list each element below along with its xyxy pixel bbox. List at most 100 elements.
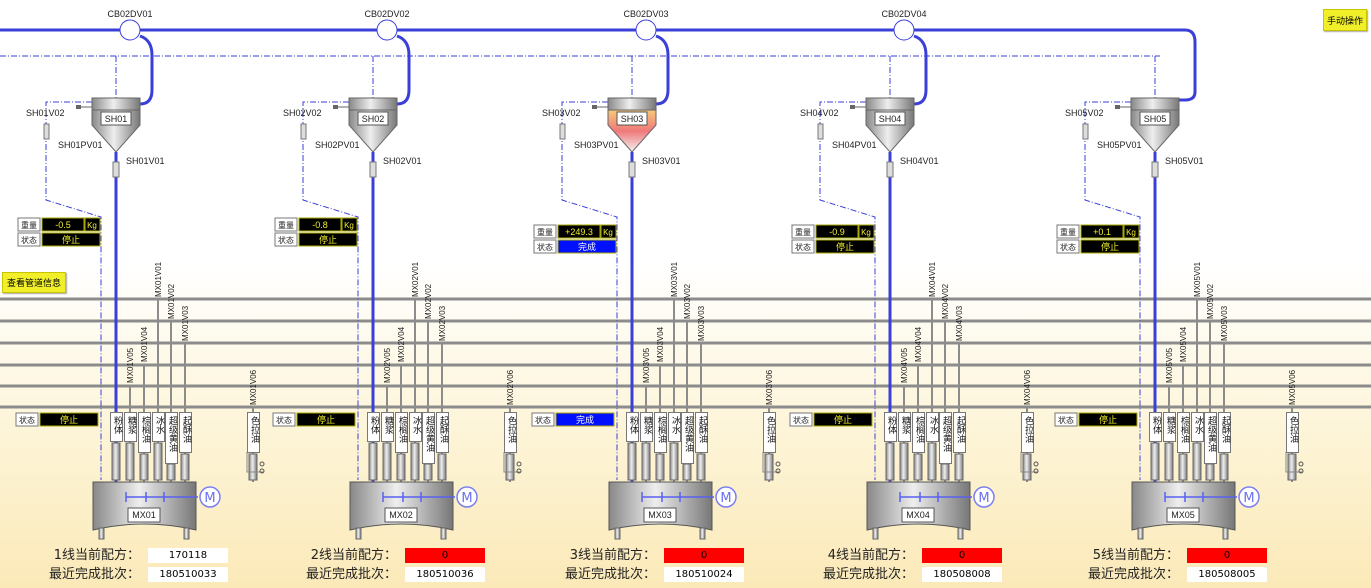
ingredient-tag[interactable]: 色拉油: [763, 412, 776, 453]
diverter-valve[interactable]: [635, 19, 657, 41]
line-number: 5: [1092, 548, 1101, 563]
ingredient-tag[interactable]: 粉体: [884, 412, 897, 442]
feed-valve[interactable]: [940, 463, 950, 481]
ingredient-tag[interactable]: 棕榈油: [395, 412, 408, 453]
feed-valve[interactable]: [669, 442, 679, 481]
ingredient-tag[interactable]: 色拉油: [504, 412, 517, 453]
ingredient-tag[interactable]: 糖浆: [640, 412, 653, 442]
line-unit-1: CB02DV01SH01SH01V02SH01PV01SH01V01重量-0.5…: [15, 9, 265, 540]
motor-icon: [715, 486, 737, 508]
valve-v01[interactable]: [628, 161, 636, 178]
ingredient-tag[interactable]: 色拉油: [1021, 412, 1034, 453]
valve-v02[interactable]: [559, 123, 566, 140]
ingredient-tag[interactable]: 冰水: [926, 412, 939, 442]
feed-valve[interactable]: [899, 442, 909, 481]
ingredient-tag[interactable]: 色拉油: [1286, 412, 1299, 453]
feed-valve[interactable]: [1205, 463, 1215, 481]
ingredient-tag[interactable]: 起酥油: [436, 412, 449, 453]
feed-valve[interactable]: [885, 442, 895, 481]
ingredient-tag[interactable]: 起酥油: [695, 412, 708, 453]
mixer-MX02[interactable]: [349, 481, 454, 531]
feed-valve[interactable]: [437, 453, 447, 481]
diverter-valve[interactable]: [893, 19, 915, 41]
feed-valve[interactable]: [927, 442, 937, 481]
diverter-valve[interactable]: [376, 19, 398, 41]
feed-valve[interactable]: [505, 453, 515, 481]
ingredient-tag[interactable]: 糖浆: [124, 412, 137, 442]
feed-valve[interactable]: [641, 442, 651, 481]
bracket: [246, 452, 264, 473]
view-pipe-info-button[interactable]: 查看管道信息: [2, 272, 66, 293]
feed-valve[interactable]: [396, 453, 406, 481]
mixer-MX03[interactable]: [608, 481, 713, 531]
feed-valve[interactable]: [382, 442, 392, 481]
ingredient-tag[interactable]: 超级黄油: [422, 412, 435, 464]
feed-valve[interactable]: [1219, 453, 1229, 481]
feed-valve[interactable]: [696, 453, 706, 481]
ingredient-tag[interactable]: 起酥油: [953, 412, 966, 453]
feed-valve[interactable]: [423, 463, 433, 481]
mixer-MX01[interactable]: [92, 481, 197, 531]
feed-valve[interactable]: [954, 453, 964, 481]
feed-valve[interactable]: [410, 442, 420, 481]
feed-valve[interactable]: [655, 453, 665, 481]
valve-v01[interactable]: [1151, 161, 1159, 178]
feed-valve[interactable]: [111, 442, 121, 481]
ingredient-tag[interactable]: 棕榈油: [138, 412, 151, 453]
feed-valve[interactable]: [139, 453, 149, 481]
diverter-valve[interactable]: [119, 19, 141, 41]
valve-v02[interactable]: [300, 123, 307, 140]
ingredient-tag[interactable]: 粉体: [367, 412, 380, 442]
mixer-MX04[interactable]: [866, 481, 971, 531]
feed-valve[interactable]: [125, 442, 135, 481]
ingredient-tag[interactable]: 超级黄油: [1204, 412, 1217, 464]
ingredient-tag[interactable]: 棕榈油: [912, 412, 925, 453]
feed-valve[interactable]: [1150, 442, 1160, 481]
feed-valve[interactable]: [248, 453, 258, 481]
agitator-shaft: [641, 492, 714, 502]
ingredient-tag[interactable]: 起酥油: [1218, 412, 1231, 453]
mixer-label-box: [127, 507, 161, 523]
feed-valve[interactable]: [1164, 442, 1174, 481]
ingredient-tag[interactable]: 粉体: [626, 412, 639, 442]
ingredient-tag[interactable]: 冰水: [409, 412, 422, 442]
weight-label-box: [533, 224, 557, 239]
feed-valve[interactable]: [1178, 453, 1188, 481]
feed-valve[interactable]: [627, 442, 637, 481]
feed-valve[interactable]: [764, 453, 774, 481]
feed-valve[interactable]: [913, 453, 923, 481]
feed-valve[interactable]: [1022, 453, 1032, 481]
valve-v02[interactable]: [1082, 123, 1089, 140]
feed-valve[interactable]: [1287, 453, 1297, 481]
ingredient-tag[interactable]: 冰水: [1191, 412, 1204, 442]
feed-valve[interactable]: [1192, 442, 1202, 481]
ingredient-tag[interactable]: 糖浆: [381, 412, 394, 442]
valve-v01[interactable]: [112, 161, 120, 178]
ingredient-tag[interactable]: 超级黄油: [939, 412, 952, 464]
feed-valve[interactable]: [368, 442, 378, 481]
manual-operation-button[interactable]: 手动操作: [1323, 9, 1367, 31]
weight-unit: Kg: [603, 228, 613, 237]
ingredient-tag[interactable]: 色拉油: [247, 412, 260, 453]
ingredient-tag[interactable]: 起酥油: [179, 412, 192, 453]
ingredient-tag[interactable]: 棕榈油: [1177, 412, 1190, 453]
ingredient-tag[interactable]: 糖浆: [898, 412, 911, 442]
ingredient-tag[interactable]: 超级黄油: [681, 412, 694, 464]
mixer-MX05[interactable]: [1131, 481, 1236, 531]
ingredient-tag[interactable]: 超级黄油: [165, 412, 178, 464]
valve-v02[interactable]: [43, 123, 50, 140]
valve-v01[interactable]: [886, 161, 894, 178]
feed-valve[interactable]: [180, 453, 190, 481]
ingredient-tag[interactable]: 粉体: [1149, 412, 1162, 442]
ingredient-tag[interactable]: 棕榈油: [654, 412, 667, 453]
ingredient-tag[interactable]: 冰水: [152, 412, 165, 442]
feed-valve[interactable]: [166, 463, 176, 481]
valve-v01[interactable]: [369, 161, 377, 178]
feed-valve[interactable]: [153, 442, 163, 481]
valve-v02[interactable]: [817, 123, 824, 140]
mixer-status: 停止: [60, 414, 78, 425]
ingredient-tag[interactable]: 粉体: [110, 412, 123, 442]
ingredient-tag[interactable]: 冰水: [668, 412, 681, 442]
ingredient-tag[interactable]: 糖浆: [1163, 412, 1176, 442]
feed-valve[interactable]: [682, 463, 692, 481]
